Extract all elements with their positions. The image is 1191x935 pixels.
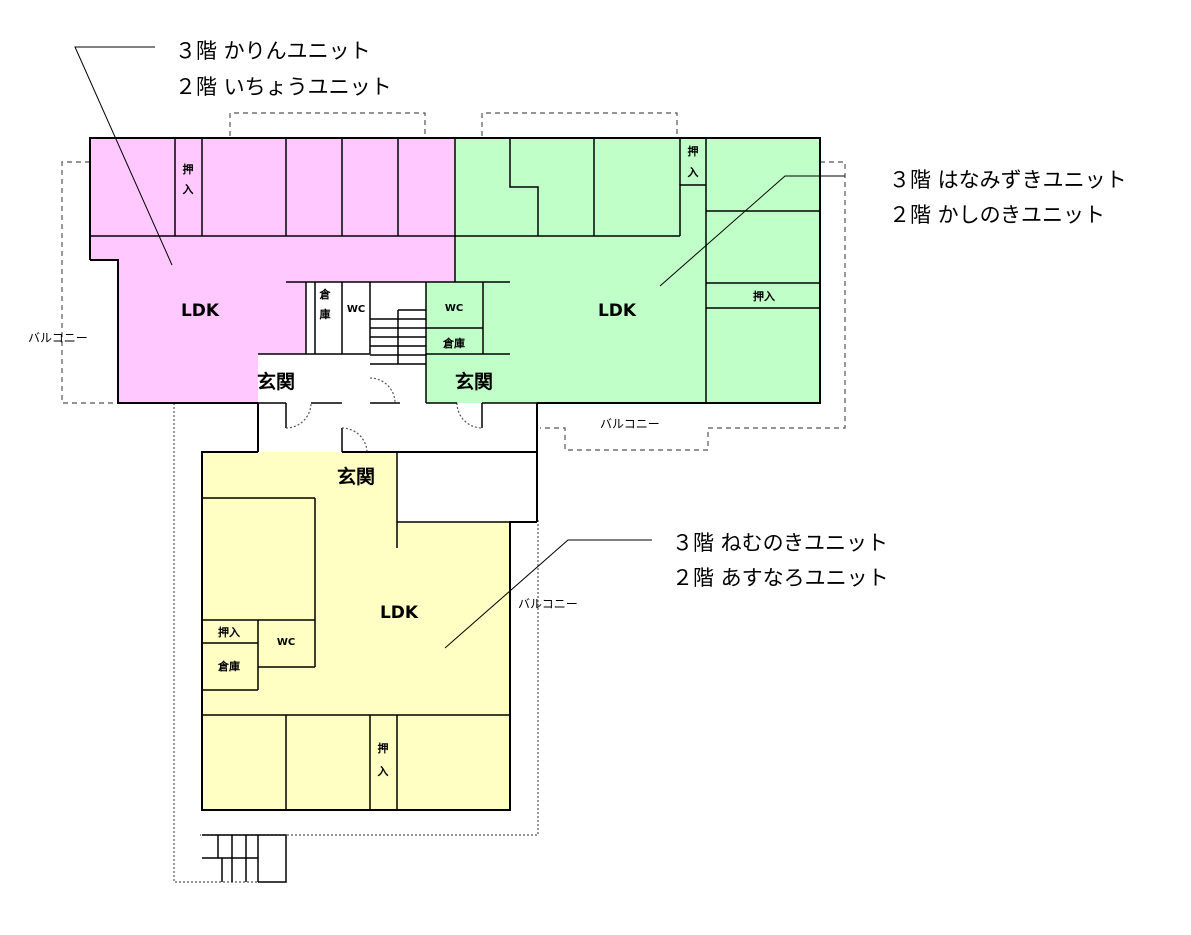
balcony-left-label: バルコニー (28, 331, 88, 345)
corridor-walls (257, 403, 538, 522)
yellow-unit-area (202, 452, 510, 810)
yellow-storage-label: 倉庫 (217, 659, 240, 673)
green-closet-side-label: 押入 (753, 289, 775, 303)
balcony-bottom-label: バルコニー (518, 597, 578, 611)
yellow-wc-label: WC (277, 637, 295, 648)
yellow-closet-label: 押入 (218, 625, 240, 639)
leader-lines (74, 46, 845, 649)
yellow-closet-bottom-label-bottom: 入 (378, 765, 389, 778)
pink-entrance-label: 玄関 (257, 370, 295, 393)
green-storage-label: 倉庫 (442, 336, 465, 350)
green-closet-label-top: 押 (688, 144, 699, 158)
bottom-stairs (202, 834, 287, 883)
pink-closet-label-bottom: 入 (183, 183, 194, 196)
green-closet-label-bottom: 入 (688, 166, 699, 179)
yellow-ldk-label: LDK (380, 603, 419, 623)
room-labels: LDK LDK LDK 玄関 玄関 玄関 WC WC WC 倉 庫 倉庫 倉庫 … (28, 144, 775, 778)
pink-storage-label-top: 倉 (319, 287, 332, 301)
yellow-floor3-label: ３階 ねむのきユニット (672, 531, 888, 555)
balcony-outlines (61, 112, 846, 883)
unit-labels: ３階 かりんユニット ２階 いちょうユニット ３階 はなみずきユニット ２階 か… (175, 39, 1127, 590)
top-wing-walls (89, 137, 821, 429)
pink-storage-label-bottom: 庫 (320, 307, 331, 321)
pink-wc-label: WC (347, 304, 365, 315)
balcony-right-label: バルコニー (600, 417, 660, 431)
pink-floor3-label: ３階 かりんユニット (175, 39, 371, 63)
green-floor3-label: ３階 はなみずきユニット (889, 168, 1127, 192)
green-entrance-label: 玄関 (455, 370, 493, 393)
room-fills (90, 138, 820, 810)
green-wc-label: WC (445, 303, 463, 314)
pink-ldk-label: LDK (181, 301, 220, 321)
yellow-floor2-label: ２階 あすなろユニット (672, 566, 889, 590)
green-floor2-label: ２階 かしのきユニット (889, 203, 1105, 227)
pink-closet-label-top: 押 (183, 162, 194, 176)
bottom-wing-walls (201, 451, 537, 811)
green-ldk-label: LDK (598, 301, 637, 321)
yellow-closet-bottom-label-top: 押 (378, 741, 389, 755)
yellow-entrance-label: 玄関 (337, 465, 375, 488)
pink-unit-area (90, 138, 455, 403)
green-unit-area (426, 138, 820, 403)
pink-floor2-label: ２階 いちょうユニット (175, 75, 392, 99)
